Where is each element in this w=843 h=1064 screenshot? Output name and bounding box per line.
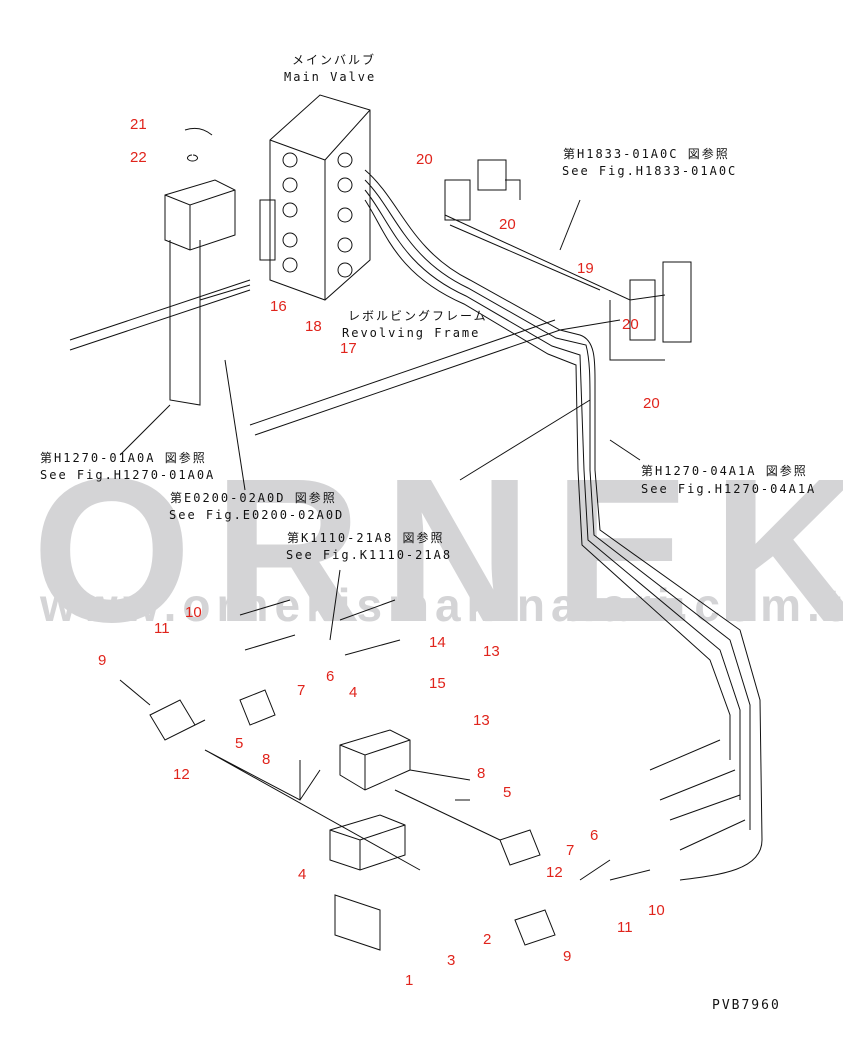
callout-number: 20 bbox=[416, 151, 433, 168]
callout-number: 5 bbox=[503, 784, 512, 801]
callout-number: 20 bbox=[499, 216, 516, 233]
watermark-logo: ORNEK bbox=[32, 436, 843, 665]
callout-number: 20 bbox=[643, 395, 660, 412]
reference-jp: 第E0200-02A0D 図参照 bbox=[170, 491, 337, 505]
callout-number: 9 bbox=[563, 948, 572, 965]
callout-number: 2 bbox=[483, 931, 492, 948]
callout-number: 13 bbox=[483, 643, 500, 660]
reference-en: See Fig.H1270-01A0A bbox=[40, 468, 216, 482]
callout-number: 15 bbox=[429, 675, 446, 692]
main-valve-shape bbox=[259, 94, 371, 301]
drawing-code: PVB7960 bbox=[712, 998, 781, 1013]
callout-number: 7 bbox=[297, 682, 306, 699]
callout-number: 10 bbox=[648, 902, 665, 919]
callout-number: 8 bbox=[477, 765, 486, 782]
callout-number: 18 bbox=[305, 318, 322, 335]
revolving-frame-label-en: Revolving Frame bbox=[342, 326, 481, 340]
callout-number: 16 bbox=[270, 298, 287, 315]
callout-number: 17 bbox=[340, 340, 357, 357]
watermark-url: www.ornekismakinalari.com.tr bbox=[40, 579, 843, 631]
callout-number: 11 bbox=[154, 620, 170, 637]
callout-number: 22 bbox=[130, 149, 147, 166]
callout-number: 14 bbox=[429, 634, 446, 651]
callout-number: 4 bbox=[298, 866, 307, 883]
callout-number: 13 bbox=[473, 712, 490, 729]
reference-jp: 第H1833-01A0C 図参照 bbox=[563, 147, 730, 161]
callout-number: 10 bbox=[185, 604, 202, 621]
callout-number: 6 bbox=[326, 668, 335, 685]
callout-number: 19 bbox=[577, 260, 594, 277]
callout-number: 21 bbox=[130, 116, 147, 133]
main-valve-label-jp: メインバルブ bbox=[292, 53, 377, 67]
callout-number: 1 bbox=[405, 972, 414, 989]
callout-number: 11 bbox=[617, 919, 633, 936]
reference-jp: 第H1270-04A1A 図参照 bbox=[641, 464, 808, 478]
callout-number: 7 bbox=[566, 842, 575, 859]
revolving-frame-label-jp: レボルビングフレーム bbox=[348, 309, 488, 323]
main-valve-label-en: Main Valve bbox=[284, 70, 377, 84]
reference-jp: 第K1110-21A8 図参照 bbox=[287, 531, 445, 545]
reference-en: See Fig.H1270-04A1A bbox=[641, 482, 817, 496]
callout-number: 5 bbox=[235, 735, 244, 752]
reference-jp: 第H1270-01A0A 図参照 bbox=[40, 451, 207, 465]
reference-en: See Fig.K1110-21A8 bbox=[286, 548, 453, 562]
callout-number: 4 bbox=[349, 684, 358, 701]
callout-number: 8 bbox=[262, 751, 271, 768]
reference-en: See Fig.E0200-02A0D bbox=[169, 508, 345, 522]
callout-number: 20 bbox=[622, 316, 639, 333]
callout-number: 3 bbox=[447, 952, 456, 969]
reference-en: See Fig.H1833-01A0C bbox=[562, 164, 738, 178]
callout-number: 9 bbox=[98, 652, 107, 669]
callout-number: 12 bbox=[546, 864, 563, 881]
callout-number: 12 bbox=[173, 766, 190, 783]
callout-number: 6 bbox=[590, 827, 599, 844]
